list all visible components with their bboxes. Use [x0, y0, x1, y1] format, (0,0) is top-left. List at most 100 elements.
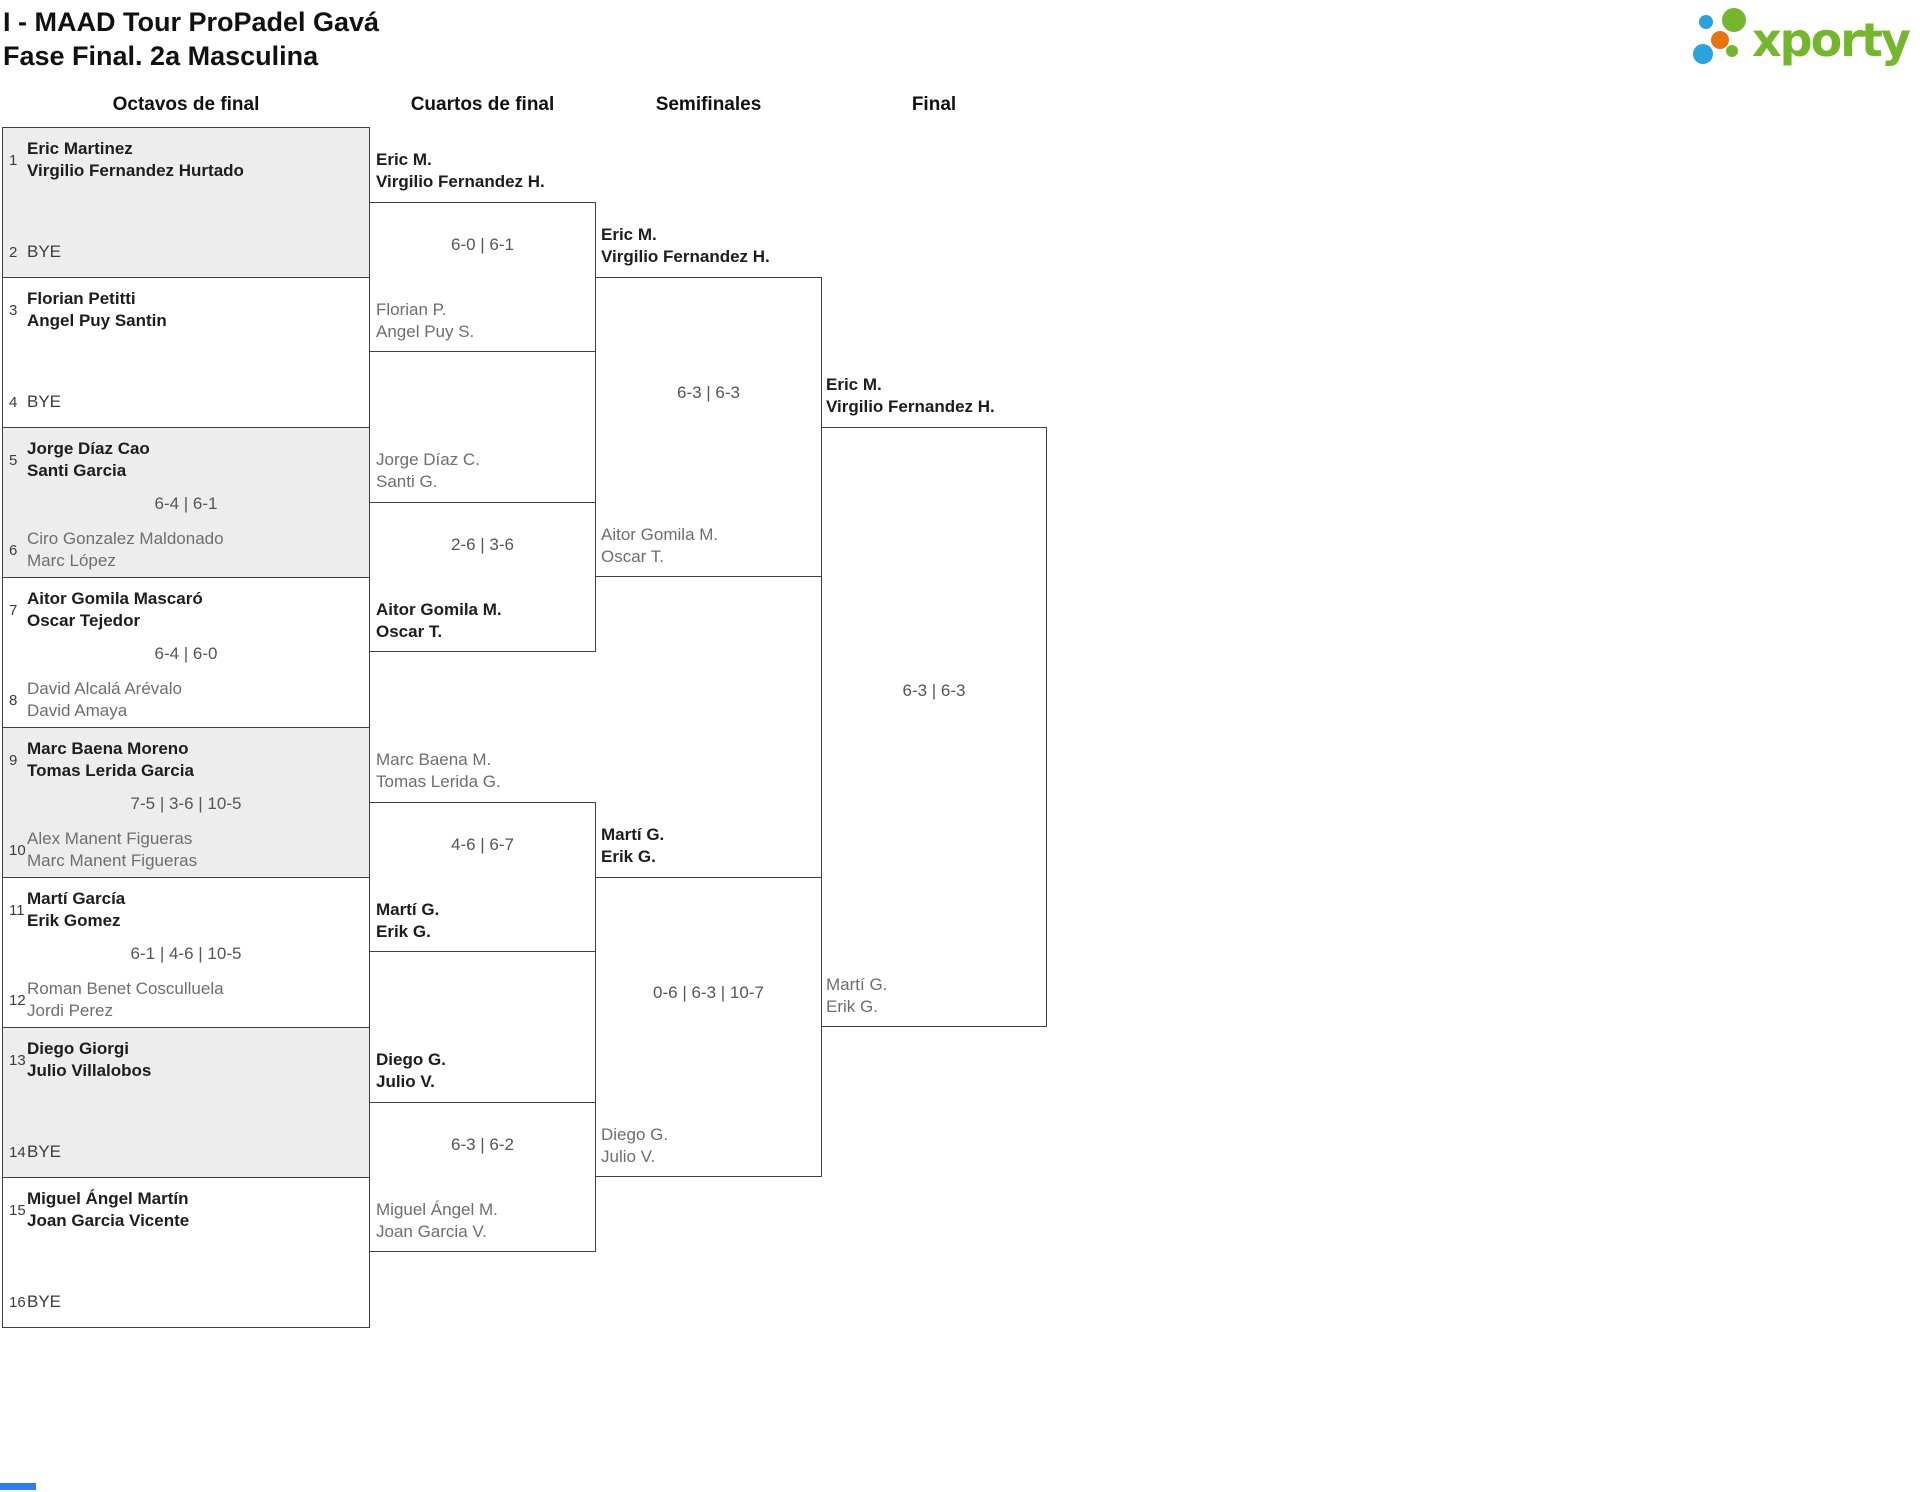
seed-number: 14 — [9, 1143, 26, 1161]
seed-number: 7 — [9, 601, 18, 619]
advancer-label: Aitor Gomila M.Oscar T. — [376, 600, 502, 641]
page-title: I - MAAD Tour ProPadel Gavá Fase Final. … — [3, 5, 379, 73]
seed-number: 9 — [9, 751, 18, 769]
seed-number: 1 — [9, 151, 18, 169]
round-header-final: Final — [911, 94, 957, 115]
seed-number: 10 — [9, 841, 26, 859]
match-score: 4-6 | 6-7 — [450, 835, 514, 854]
seed-number: 11 — [9, 901, 25, 919]
match-score: 6-3 | 6-3 — [902, 681, 966, 700]
match-score: 6-4 | 6-1 — [154, 494, 218, 513]
qf-match-1: 6-0 | 6-1 — [369, 202, 596, 352]
seed-number: 4 — [9, 393, 18, 411]
seed-number: 13 — [9, 1051, 26, 1069]
advancer-label: Miguel Ángel M.Joan Garcia V. — [376, 1200, 498, 1241]
team-slot: 2 BYE — [9, 241, 365, 263]
advancer-label: Diego G.Julio V. — [376, 1050, 446, 1091]
logo-dot-icon — [1693, 44, 1713, 64]
advancer-label: Eric M.Virgilio Fernandez H. — [826, 375, 995, 416]
round-header-octavos: Octavos de final — [112, 94, 260, 115]
advancer-label: Martí G.Erik G. — [376, 900, 440, 941]
qf-match-3: 4-6 | 6-7 — [369, 802, 596, 952]
logo-dot-icon — [1711, 31, 1729, 49]
match-score: 6-1 | 4-6 | 10-5 — [130, 944, 242, 963]
tournament-name: I - MAAD Tour ProPadel Gavá — [3, 7, 380, 37]
match-score: 2-6 | 3-6 — [450, 535, 514, 554]
bottom-left-blue-bar — [0, 1483, 36, 1490]
qf-match-4: 6-3 | 6-2 — [369, 1102, 596, 1252]
round-header-semifinales: Semifinales — [655, 94, 762, 115]
seed-number: 5 — [9, 451, 18, 469]
seed-number: 2 — [9, 243, 18, 261]
match-score: 6-4 | 6-0 — [154, 644, 218, 663]
advancer-label: Marc Baena M.Tomas Lerida G. — [376, 750, 501, 791]
team-name: BYE — [27, 1292, 62, 1311]
match-score: 6-3 | 6-2 — [450, 1135, 514, 1154]
team-name: BYE — [27, 1142, 62, 1161]
advancer-label: Martí G.Erik G. — [601, 825, 665, 866]
qf-match-2: 2-6 | 3-6 — [369, 502, 596, 652]
seed-number: 12 — [9, 991, 26, 1009]
sf-match-1: 6-3 | 6-3 — [595, 277, 822, 577]
advancer-label: Eric M.Virgilio Fernandez H. — [376, 150, 545, 191]
final-match: 6-3 | 6-3 — [821, 427, 1047, 1027]
team-slot: 14 BYE — [9, 1141, 365, 1163]
advancer-label: Aitor Gomila M.Oscar T. — [601, 525, 719, 566]
round-header-cuartos: Cuartos de final — [410, 94, 555, 115]
advancer-label: Martí G.Erik G. — [826, 975, 888, 1016]
advancer-label: Diego G.Julio V. — [601, 1125, 669, 1166]
logo-wordmark: xporty — [1752, 13, 1911, 67]
logo-dot-icon — [1722, 8, 1746, 32]
team-slot: 4 BYE — [9, 391, 365, 413]
team-name: BYE — [27, 242, 62, 261]
advancer-label: Eric M.Virgilio Fernandez H. — [601, 225, 770, 266]
advancer-label: Florian P.Angel Puy S. — [376, 300, 475, 341]
match-score: 0-6 | 6-3 | 10-7 — [653, 983, 764, 1002]
logo-dot-icon — [1726, 45, 1738, 57]
phase-name: Fase Final. 2a Masculina — [3, 41, 319, 71]
seed-number: 15 — [9, 1201, 26, 1219]
match-score: 6-0 | 6-1 — [450, 235, 514, 254]
team-name: BYE — [27, 392, 62, 411]
seed-number: 8 — [9, 691, 18, 709]
advancer-label: Jorge Díaz C.Santi G. — [376, 450, 480, 491]
sf-match-2: 0-6 | 6-3 | 10-7 — [595, 877, 822, 1177]
seed-number: 16 — [9, 1293, 26, 1311]
seed-number: 3 — [9, 301, 18, 319]
match-score: 6-3 | 6-3 — [676, 383, 740, 402]
match-score: 7-5 | 3-6 | 10-5 — [130, 794, 242, 813]
seed-number: 6 — [9, 541, 18, 559]
logo-dot-icon — [1699, 15, 1713, 29]
team-slot: 16 BYE — [9, 1291, 365, 1313]
